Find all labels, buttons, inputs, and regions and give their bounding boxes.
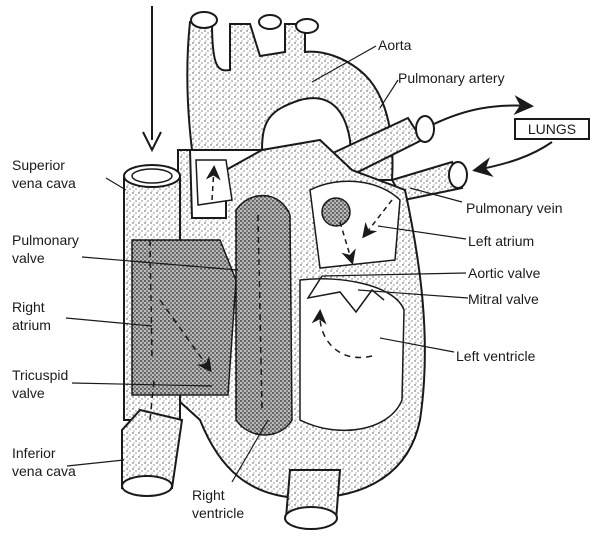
- label-left-atrium: Left atrium: [468, 232, 534, 250]
- label-mitral-valve: Mitral valve: [468, 290, 539, 308]
- right-atrium-shape: [132, 240, 236, 395]
- pulmonary-trunk-channel: [196, 160, 232, 205]
- right-ventricle-chamber: [236, 196, 292, 435]
- lungs-box: LUNGS: [514, 118, 590, 140]
- label-lungs: LUNGS: [528, 121, 576, 137]
- label-aortic-valve: Aortic valve: [468, 264, 540, 282]
- label-pulmonary-artery: Pulmonary artery: [398, 69, 505, 87]
- label-pulmonary-valve-1: Pulmonary: [12, 231, 79, 249]
- label-inferior-vena-cava-1: Inferior: [12, 444, 56, 462]
- label-pulmonary-valve-2: valve: [12, 249, 45, 267]
- label-inferior-vena-cava-2: vena cava: [12, 462, 76, 480]
- left-ventricle-chamber: [300, 276, 404, 430]
- label-aorta: Aorta: [378, 36, 411, 54]
- label-superior-vena-cava-1: Superior: [12, 156, 65, 174]
- left-atrium-chamber: [310, 181, 400, 268]
- label-right-ventricle-1: Right: [192, 486, 225, 504]
- inferior-vena-cava-shape: [122, 410, 182, 496]
- incoming-flow-arrow: [143, 6, 161, 150]
- label-right-ventricle-2: ventricle: [192, 504, 244, 522]
- descending-vessel-shape: [285, 470, 340, 529]
- label-tricuspid-valve-2: valve: [12, 384, 45, 402]
- label-left-ventricle: Left ventricle: [456, 347, 535, 365]
- label-right-atrium-2: atrium: [12, 316, 51, 334]
- label-right-atrium-1: Right: [12, 298, 45, 316]
- label-superior-vena-cava-2: vena cava: [12, 174, 76, 192]
- label-pulmonary-vein: Pulmonary vein: [466, 199, 563, 217]
- label-tricuspid-valve-1: Tricuspid: [12, 366, 68, 384]
